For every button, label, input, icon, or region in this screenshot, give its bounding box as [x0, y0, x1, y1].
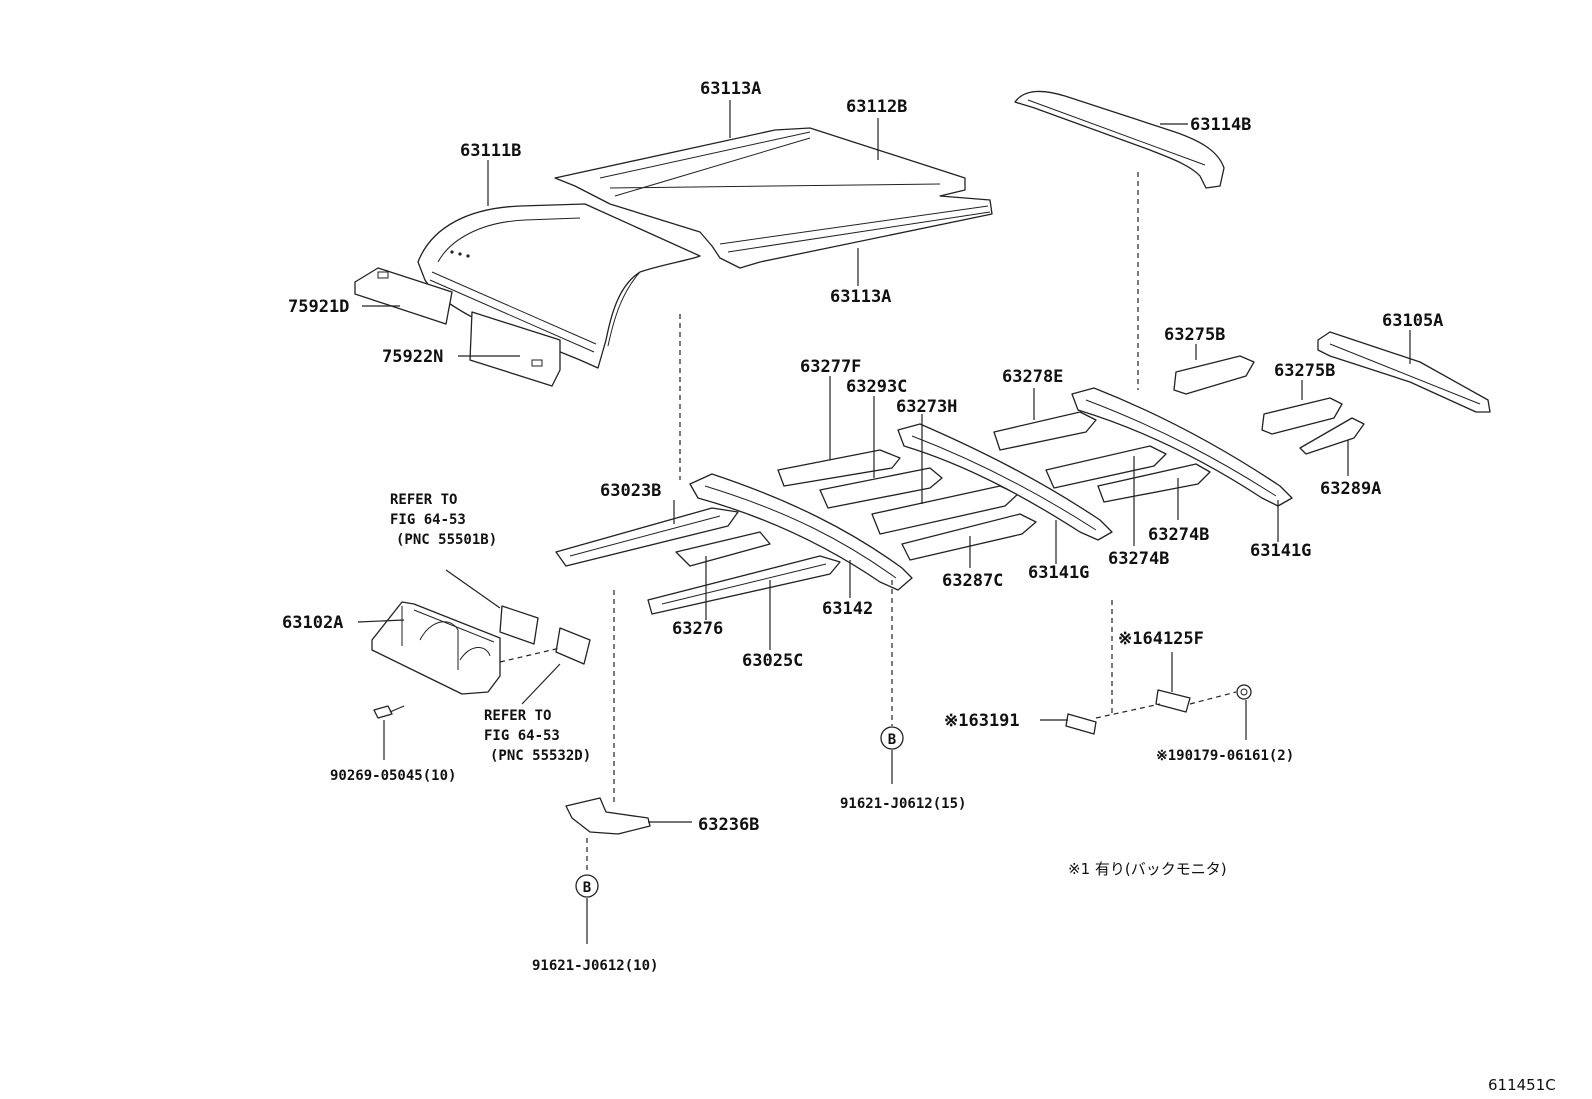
bracket-63289a — [1299, 417, 1365, 455]
bracket-63236b — [565, 797, 651, 835]
refer-note-lower: REFER TO FIG 64-53 (PNC 55532D) — [484, 708, 591, 764]
label-63274b-a: 63274B — [1148, 525, 1209, 545]
roof-bow-63142 — [689, 473, 913, 591]
svg-text:FIG 64-53: FIG 64-53 — [484, 728, 560, 744]
svg-text:FIG 64-53: FIG 64-53 — [390, 512, 466, 528]
bracket-63275b-lower — [1261, 397, 1343, 435]
label-91621-10: 91621-J0612(10) — [532, 958, 658, 974]
label-63113a-top: 63113A — [700, 79, 761, 99]
svg-text:(PNC 55532D): (PNC 55532D) — [490, 748, 591, 764]
label-91621-15: 91621-J0612(15) — [840, 796, 966, 812]
label-75921d: 75921D — [288, 297, 349, 317]
label-63278e: 63278E — [1002, 367, 1063, 387]
footnote: ※1 有り(バックモニタ) — [1068, 860, 1227, 878]
bolt-90269 — [373, 705, 393, 719]
panel-63274b-lower — [1097, 463, 1211, 503]
label-63287c: 63287C — [942, 571, 1003, 591]
svg-text:B: B — [888, 732, 896, 748]
label-63277f: 63277F — [800, 357, 861, 377]
label-63105a: 63105A — [1382, 311, 1443, 331]
label-63141g-right: 63141G — [1250, 541, 1311, 561]
label-63112b: 63112B — [846, 97, 907, 117]
bracket-63275b-upper — [1173, 355, 1255, 395]
refer-panel-upper — [499, 605, 539, 645]
label-63113a-bottom: 63113A — [830, 287, 891, 307]
bracket-63276 — [675, 531, 771, 567]
label-63142: 63142 — [822, 599, 873, 619]
label-63111b: 63111B — [460, 141, 521, 161]
nut-90179 — [1236, 684, 1252, 700]
svg-text:B: B — [583, 880, 591, 896]
label-63276: 63276 — [672, 619, 723, 639]
label-63023b: 63023B — [600, 481, 661, 501]
panel-63023b — [555, 507, 739, 567]
plate-63191 — [1065, 713, 1097, 735]
molding-75922n — [469, 311, 561, 387]
refer-note-upper: REFER TO FIG 64-53 (PNC 55501B) — [390, 492, 497, 548]
label-90269: 90269-05045(10) — [330, 768, 456, 784]
label-63025c: 63025C — [742, 651, 803, 671]
label-63102a: 63102A — [282, 613, 343, 633]
roof-bow-63141g-rear — [1071, 387, 1293, 507]
roof-bow-63141g-front — [897, 423, 1113, 541]
label-63141g-left: 63141G — [1028, 563, 1089, 583]
label-63236b: 63236B — [698, 815, 759, 835]
figure-code: 611451C — [1488, 1076, 1556, 1094]
panel-63277f — [777, 449, 901, 487]
panel-63273h — [871, 485, 1019, 535]
plate-64125f — [1155, 689, 1191, 713]
label-63273h: 63273H — [896, 397, 957, 417]
panel-63287c — [901, 513, 1037, 561]
callout-b-upper: B — [880, 726, 904, 750]
refer-panel-lower — [555, 627, 591, 665]
roof-rail-63114b — [1014, 90, 1225, 189]
label-63289a: 63289A — [1320, 479, 1381, 499]
panel-63293c — [819, 467, 943, 509]
panel-63278e — [993, 411, 1097, 451]
rear-header-63105a — [1317, 331, 1491, 413]
label-90179: ※190179-06161(2) — [1156, 748, 1294, 764]
panel-63274b-upper — [1045, 445, 1167, 489]
label-63293c: 63293C — [846, 377, 907, 397]
panel-63025c — [647, 555, 841, 615]
label-63114b: 63114B — [1190, 115, 1251, 135]
svg-text:REFER TO: REFER TO — [484, 708, 551, 724]
svg-text:REFER TO: REFER TO — [390, 492, 457, 508]
label-75922n: 75922N — [382, 347, 443, 367]
label-63274b-b: 63274B — [1108, 549, 1169, 569]
callout-b-lower: B — [575, 874, 599, 898]
svg-text:(PNC 55501B): (PNC 55501B) — [396, 532, 497, 548]
label-63275b-lower: 63275B — [1274, 361, 1335, 381]
bracket-assembly-63102a — [371, 601, 501, 695]
roof-panel-assembly — [417, 127, 993, 369]
label-64125f: ※164125F — [1118, 629, 1204, 649]
label-63191: ※163191 — [944, 711, 1020, 731]
molding-75921d — [354, 267, 453, 325]
label-63275b-upper: 63275B — [1164, 325, 1225, 345]
